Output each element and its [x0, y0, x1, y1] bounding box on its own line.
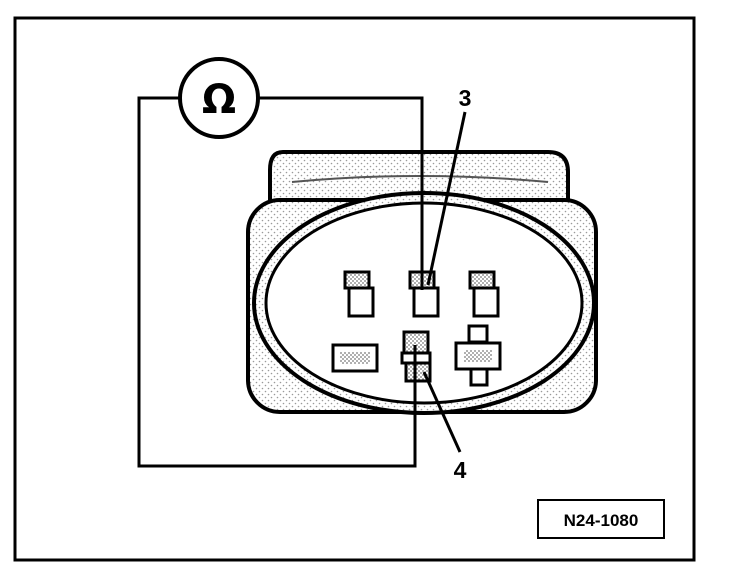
callout-3-leader — [426, 111, 467, 286]
figure-code-box: N24-1080 — [537, 499, 665, 539]
connector-pin-right-bottom — [454, 324, 502, 387]
connector-pin-3 — [468, 270, 500, 318]
meter-lead-right — [258, 96, 424, 290]
figure-code: N24-1080 — [564, 511, 639, 530]
ohm-symbol: Ω — [202, 77, 236, 123]
callout-4-leader — [422, 371, 462, 453]
connector-pin-left-bottom — [331, 343, 379, 373]
connector-pin-1 — [343, 270, 375, 318]
callout-4: 4 — [454, 457, 467, 483]
callout-3: 3 — [459, 85, 472, 111]
connector-pin-2 — [408, 270, 440, 318]
meter-lead-left — [137, 96, 417, 468]
ohmmeter-icon: Ω — [178, 57, 260, 139]
